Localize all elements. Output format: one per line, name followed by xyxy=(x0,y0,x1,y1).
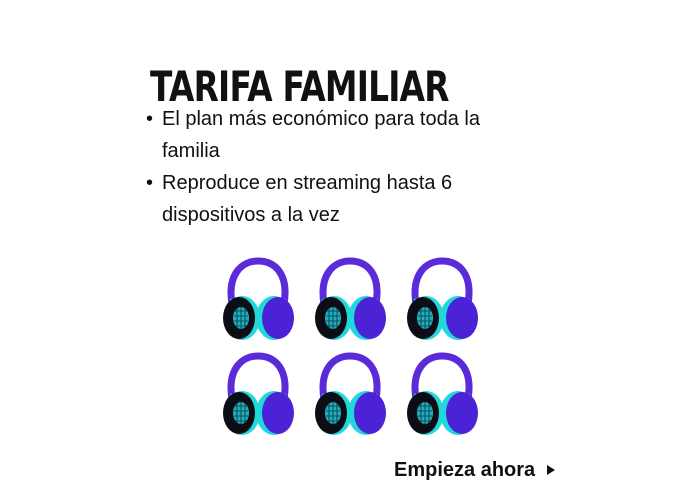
headphones-icon xyxy=(212,252,304,347)
headphones-illustration xyxy=(212,252,488,442)
bullet-icon: • xyxy=(146,108,154,130)
play-arrow-icon xyxy=(547,465,556,475)
headphones-icon xyxy=(396,347,488,442)
bullet-icon: • xyxy=(146,172,154,194)
headphones-icon xyxy=(396,252,488,347)
headphones-icon xyxy=(304,347,396,442)
headphones-icon xyxy=(304,252,396,347)
feature-text: El plan más económico para toda la famil… xyxy=(162,108,480,162)
headphones-icon xyxy=(212,347,304,442)
page-title: TARIFA FAMILIAR xyxy=(150,62,449,112)
empieza-ahora-link[interactable]: Empieza ahora xyxy=(394,454,556,486)
feature-item-cheapest-plan: • El plan más económico para toda la fam… xyxy=(146,103,596,167)
feature-text: Reproduce en streaming hasta 6 dispositi… xyxy=(162,172,453,226)
feature-item-six-devices: • Reproduce en streaming hasta 6 disposi… xyxy=(146,167,596,231)
cta-label: Empieza ahora xyxy=(394,458,536,481)
feature-list: • El plan más económico para toda la fam… xyxy=(146,103,596,231)
